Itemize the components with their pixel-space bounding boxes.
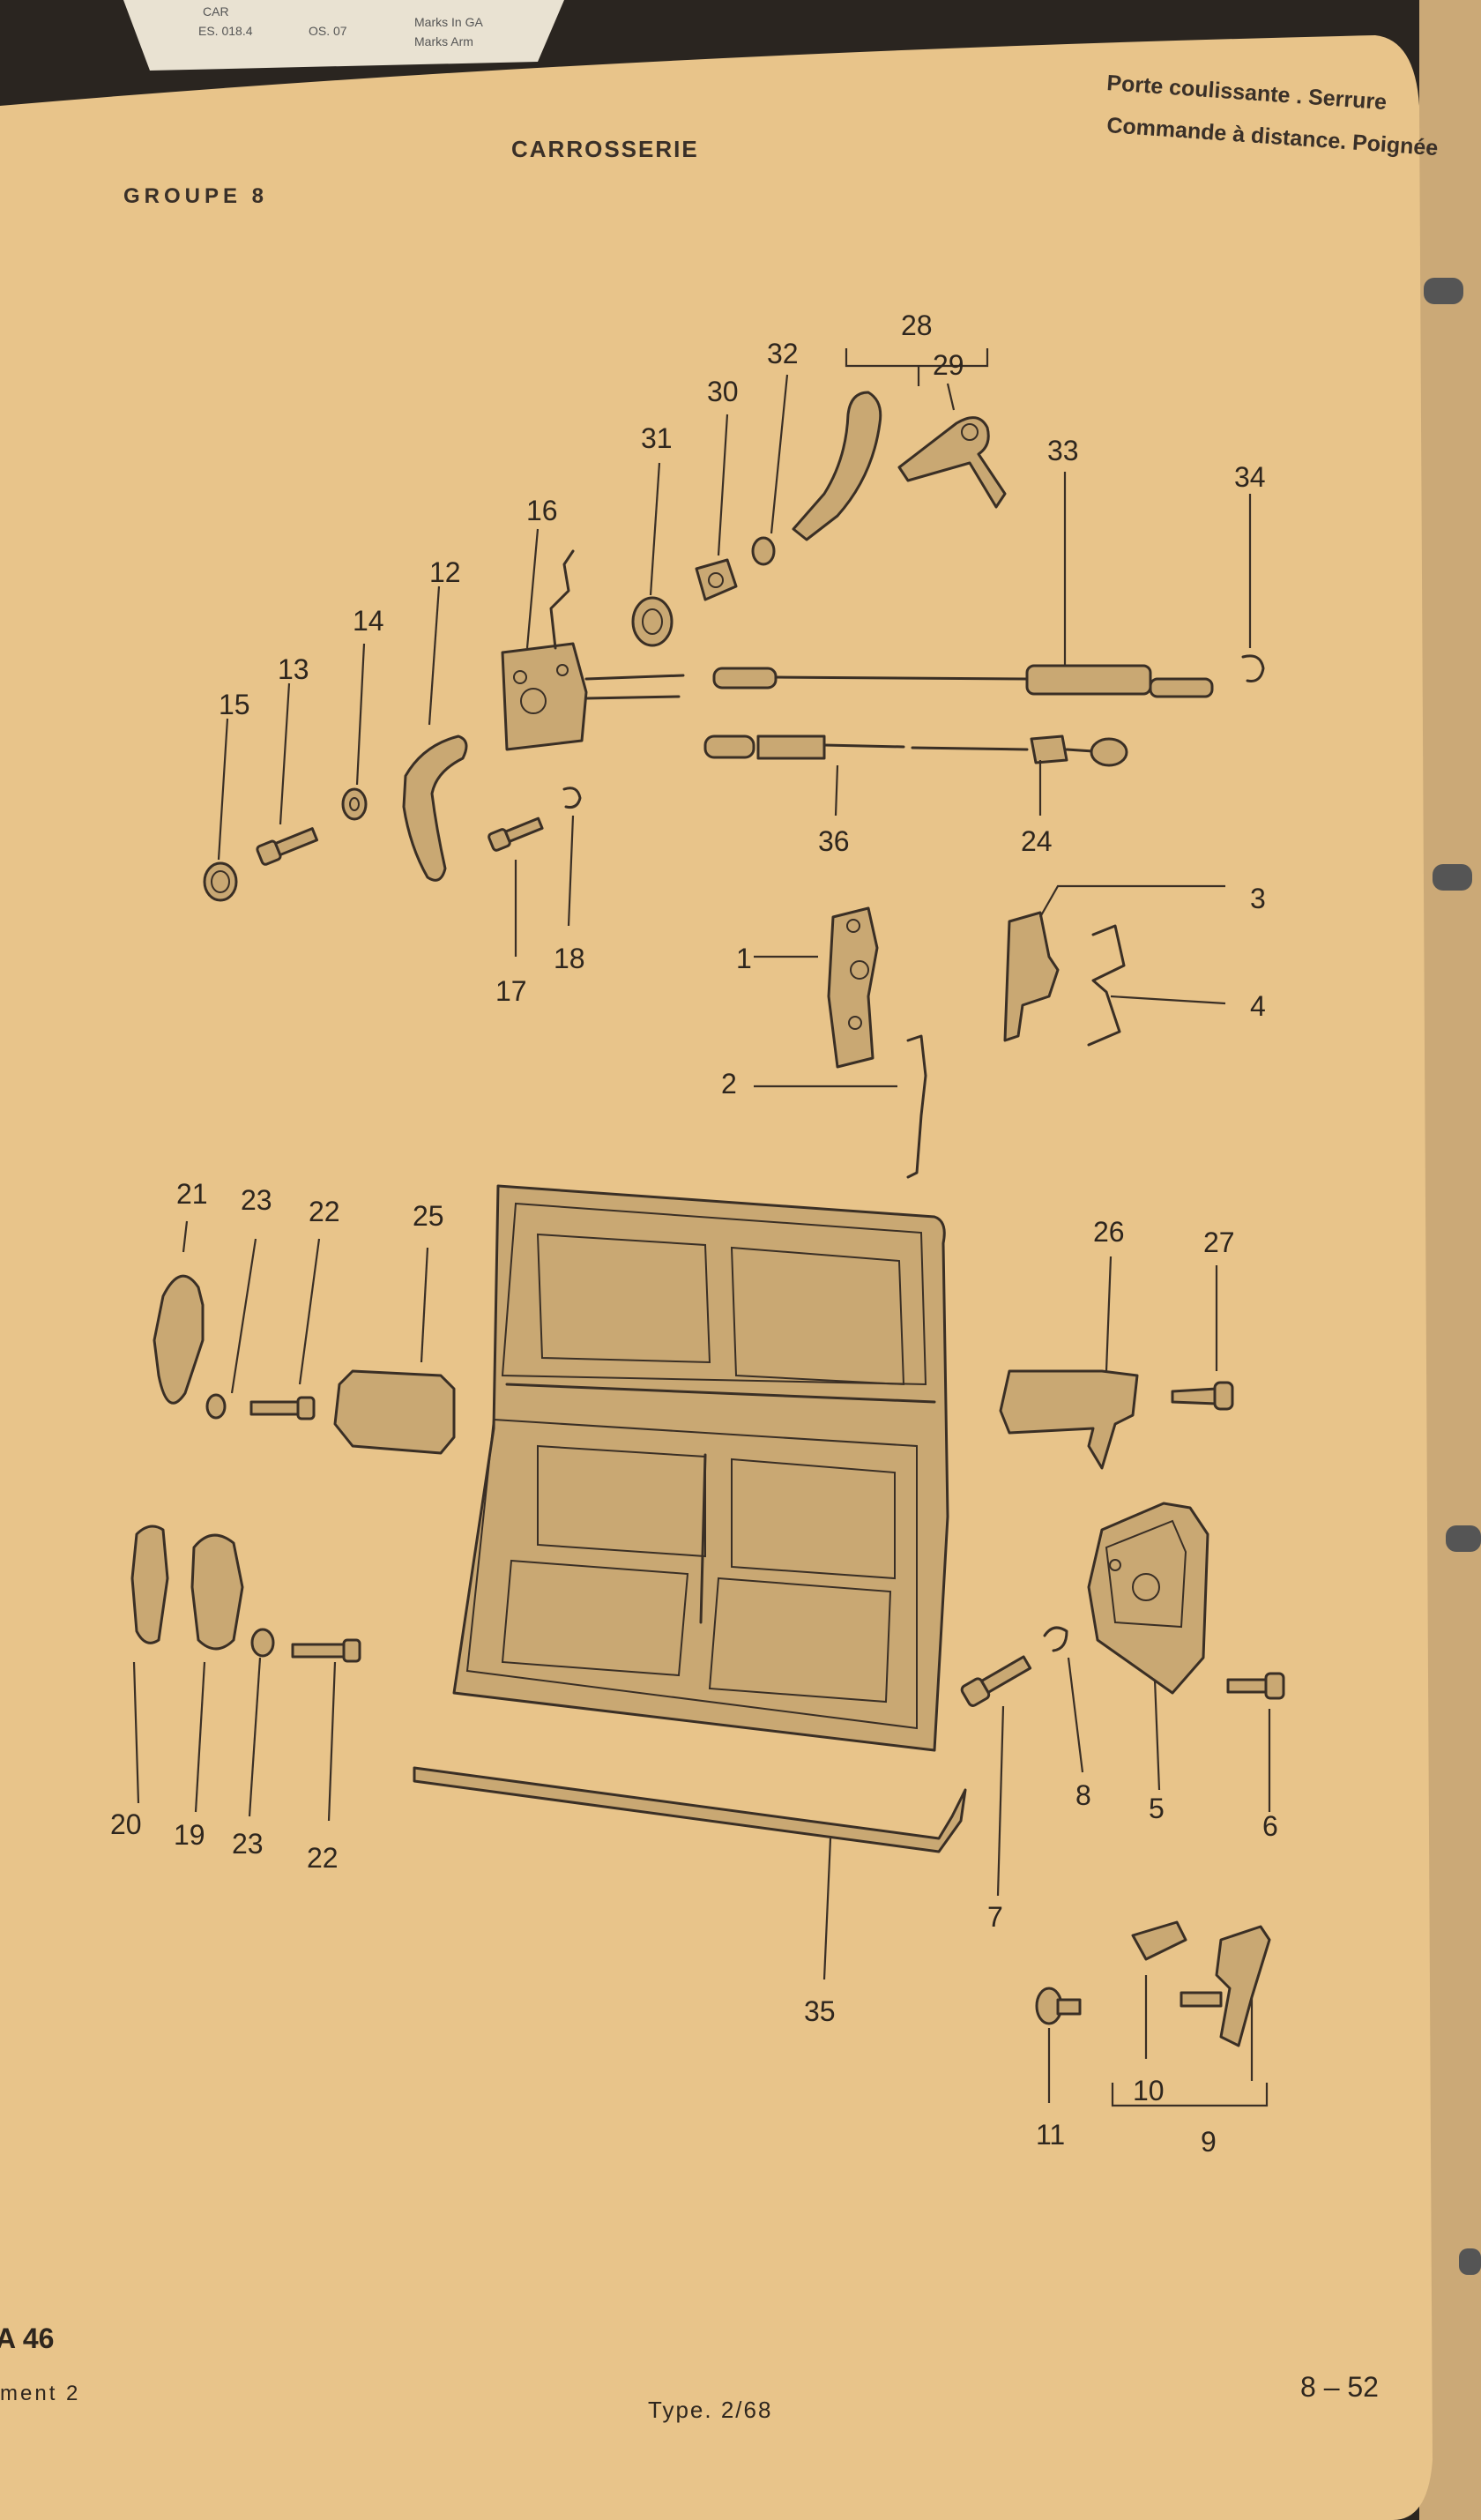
callout-34: 34: [1234, 461, 1266, 493]
part-nut-30: [695, 558, 738, 601]
part-clip-18: [562, 787, 582, 809]
callout-4: 4: [1250, 990, 1266, 1022]
group-label: GROUPE 8: [123, 184, 268, 208]
callout-20: 20: [110, 1808, 142, 1840]
callout-26: 26: [1093, 1216, 1125, 1248]
part-plate-3: [1003, 911, 1060, 1042]
callout-15: 15: [219, 689, 250, 720]
part-washer-15: [203, 861, 238, 902]
part-guide-21: [153, 1274, 205, 1405]
paper-scrap: [123, 0, 564, 71]
part-handle-12: [402, 734, 468, 882]
callout-35: 35: [804, 1995, 836, 2027]
callout-2: 2: [721, 1068, 737, 1100]
callout-24: 24: [1021, 825, 1053, 857]
part-bracket-20: [130, 1525, 169, 1644]
callout-23b: 23: [232, 1828, 264, 1860]
callout-32: 32: [767, 338, 799, 369]
callout-22b: 22: [307, 1842, 339, 1874]
callout-12: 12: [429, 556, 461, 588]
callout-16: 16: [526, 495, 558, 526]
callout-1: 1: [736, 943, 752, 974]
callout-36: 36: [818, 825, 850, 857]
scrap-line-1: CAR: [203, 4, 229, 19]
part-screw-6: [1226, 1672, 1285, 1700]
scrap-line-3: OS. 07: [309, 24, 347, 38]
part-washer-23a: [205, 1393, 227, 1420]
callout-7: 7: [987, 1901, 1003, 1933]
callout-29: 29: [933, 349, 964, 381]
part-rod-2: [906, 1034, 927, 1179]
part-cable-36: [703, 734, 1029, 760]
callout-17: 17: [495, 975, 527, 1007]
callout-33: 33: [1047, 435, 1079, 466]
part-outer-handle-28: [792, 391, 882, 541]
callout-13: 13: [278, 653, 309, 685]
part-sliding-door-panel: [452, 1184, 949, 1752]
callout-5: 5: [1149, 1793, 1165, 1824]
part-bracket-19: [190, 1533, 244, 1651]
scrap-line-2: ES. 018.4: [198, 24, 253, 38]
footer-left-sub: ment 2: [0, 2382, 80, 2405]
callout-10: 10: [1133, 2075, 1165, 2106]
part-cable-33: [712, 664, 1214, 698]
part-washer-23b: [250, 1628, 275, 1658]
part-screw-7: [960, 1655, 1032, 1707]
part-screw-22b: [291, 1638, 361, 1663]
binder-rings: [1424, 278, 1481, 2275]
callout-14: 14: [353, 605, 384, 637]
part-washer-14: [341, 787, 368, 821]
part-bumper-11: [1035, 1987, 1082, 2025]
footer-page-number: 8 – 52: [1300, 2371, 1379, 2403]
callout-6: 6: [1262, 1810, 1278, 1842]
part-clip-34: [1241, 654, 1265, 682]
callout-27: 27: [1203, 1226, 1235, 1258]
callout-31: 31: [641, 422, 673, 454]
callout-8: 8: [1075, 1779, 1091, 1811]
footer-type: Type. 2/68: [648, 2397, 772, 2423]
part-clip-8: [1043, 1626, 1068, 1652]
part-lock-cylinder-29: [897, 416, 1007, 509]
footer-left-ref: A 46: [0, 2322, 54, 2354]
callout-30: 30: [707, 376, 739, 407]
callout-11: 11: [1036, 2119, 1065, 2151]
part-lock-5: [1087, 1502, 1209, 1695]
part-screw-17: [487, 816, 544, 852]
callout-18: 18: [554, 943, 585, 974]
part-block-10: [1131, 1920, 1187, 1961]
callout-19: 19: [174, 1819, 205, 1851]
callout-25: 25: [413, 1200, 444, 1232]
callout-9: 9: [1201, 2126, 1217, 2158]
part-bracket-4: [1087, 924, 1126, 1047]
callout-22a: 22: [309, 1196, 340, 1227]
section-label: CARROSSERIE: [511, 136, 699, 162]
callout-21: 21: [176, 1178, 208, 1210]
leader-lines: [132, 348, 1271, 2107]
part-screw-13: [256, 827, 319, 866]
part-screw-22a: [249, 1396, 316, 1420]
part-seal-strip-35: [413, 1766, 967, 1853]
part-striker-9: [1180, 1925, 1271, 2047]
part-lock-16: [501, 549, 685, 751]
part-screw-27: [1171, 1381, 1234, 1411]
part-grommet-31: [631, 596, 674, 647]
part-catch-1: [827, 906, 879, 1069]
scrap-line-5: Marks Arm: [414, 34, 473, 48]
part-cable-end-24: [1030, 734, 1128, 767]
part-roller-25: [333, 1369, 456, 1455]
part-washer-32: [751, 536, 776, 566]
callout-numbers: 1 2 3 4 5 6 7 8 9 10 11 12 13 14 15 16 1…: [110, 309, 1278, 2158]
part-bracket-26: [999, 1369, 1139, 1470]
callout-28: 28: [901, 309, 933, 341]
callout-3: 3: [1250, 883, 1266, 914]
scrap-line-4: Marks In GA: [414, 15, 483, 29]
callout-23a: 23: [241, 1184, 272, 1216]
